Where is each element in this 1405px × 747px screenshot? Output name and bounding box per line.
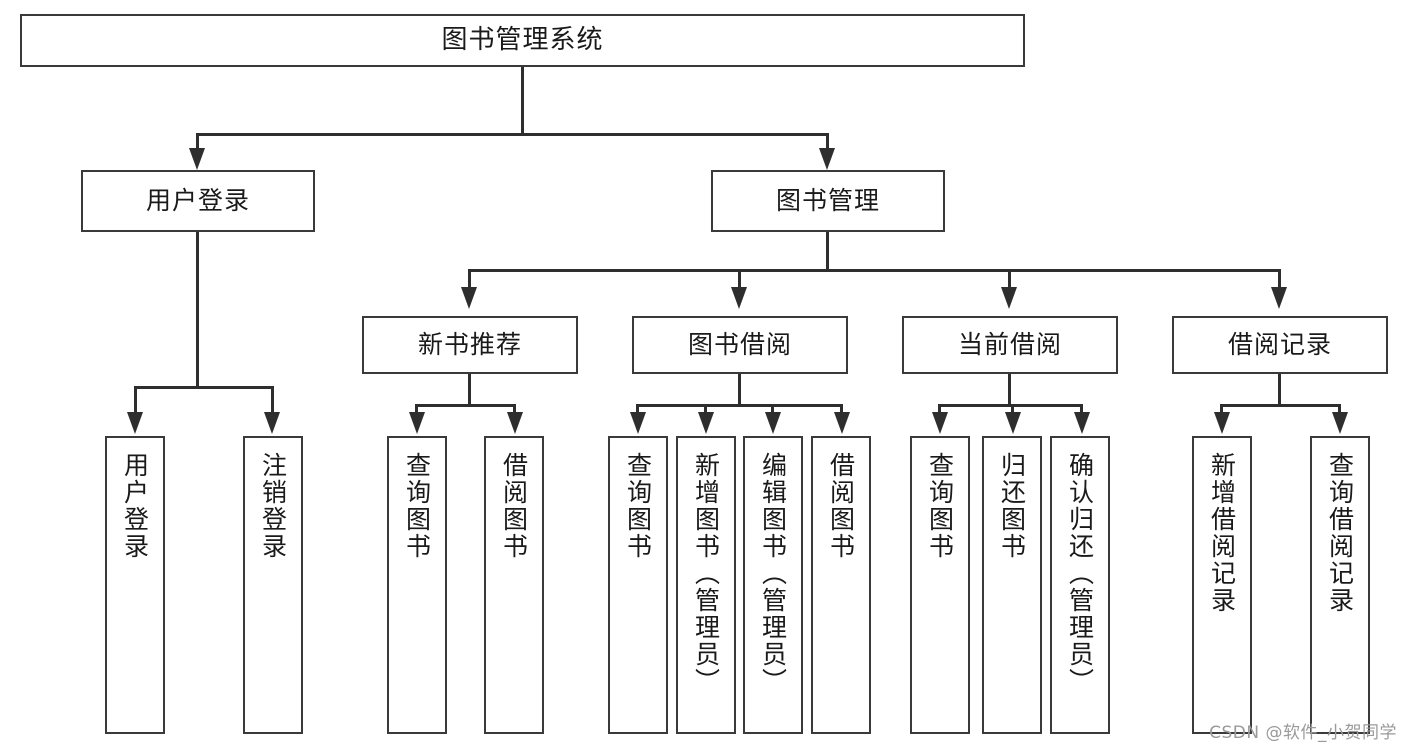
- arrowhead-leaf-user-login: [127, 412, 143, 434]
- leaf-record-query-borrow-record[interactable]: 查询借阅记录: [1310, 436, 1370, 734]
- leaf-borrow-query-book[interactable]: 查询图书: [608, 436, 668, 734]
- arrowhead-leaf-rec-borrow-book: [507, 412, 523, 434]
- csdn-watermark: CSDN @软件_小贺同学: [1209, 723, 1397, 743]
- arrowhead-leaf-rec-query-record: [1332, 412, 1348, 434]
- edge-drop-user-login: [196, 133, 199, 151]
- edge-current-borrow-stem: [1008, 374, 1011, 406]
- leaf-recommend-query-book[interactable]: 查询图书: [387, 436, 447, 734]
- arrowhead-leaf-borrow-add-book: [698, 412, 714, 434]
- edge-drop-book-borrow: [738, 269, 741, 289]
- edge-drop-new-book-recommend: [468, 269, 471, 289]
- arrowhead-current-borrow: [1001, 287, 1017, 309]
- node-new-book-recommend[interactable]: 新书推荐: [362, 316, 578, 374]
- edge-book-borrow-stem: [738, 374, 741, 406]
- node-label: 确认归还（管理员）: [1065, 452, 1095, 695]
- edge-drop-leaf-cur-query-book: [938, 404, 941, 414]
- node-label: 图书管理系统: [441, 24, 604, 55]
- arrowhead-leaf-rec-query-book: [409, 412, 425, 434]
- edge-level3-bus: [468, 269, 1280, 272]
- edge-drop-book-manage: [826, 133, 829, 151]
- edge-drop-leaf-cur-return-book: [1011, 404, 1014, 414]
- arrowhead-leaf-borrow-lend-book: [834, 412, 850, 434]
- edge-level2-bus: [196, 133, 828, 136]
- node-label: 图书管理: [775, 185, 880, 215]
- edge-book-manage-stem: [826, 232, 829, 272]
- edge-borrow-record-bus: [1220, 404, 1341, 407]
- leaf-user-logout[interactable]: 注销登录: [243, 436, 303, 734]
- edge-current-borrow-bus: [938, 404, 1083, 407]
- arrowhead-borrow-record: [1271, 287, 1287, 309]
- edge-user-login-bus: [134, 386, 274, 389]
- arrowhead-leaf-cur-return-book: [1005, 412, 1021, 434]
- leaf-user-login[interactable]: 用户登录: [105, 436, 165, 734]
- node-label: 借阅图书: [499, 452, 529, 560]
- edge-borrow-record-stem: [1278, 374, 1281, 406]
- edge-drop-leaf-borrow-edit-book: [771, 404, 774, 414]
- edge-drop-leaf-rec-borrow-book: [513, 404, 516, 414]
- edge-drop-leaf-rec-query-record: [1338, 404, 1341, 414]
- node-label: 用户登录: [145, 185, 250, 215]
- edge-root-stem: [521, 67, 524, 135]
- edge-drop-leaf-borrow-add-book: [704, 404, 707, 414]
- node-label: 新书推荐: [417, 329, 522, 359]
- arrowhead-book-manage: [819, 148, 835, 170]
- node-label: 查询图书: [623, 452, 653, 560]
- edge-drop-leaf-user-login: [134, 386, 137, 414]
- leaf-current-return-book[interactable]: 归还图书: [982, 436, 1042, 734]
- arrowhead-leaf-borrow-edit-book: [765, 412, 781, 434]
- edge-drop-leaf-rec-add-record: [1220, 404, 1223, 414]
- leaf-record-add-borrow-record[interactable]: 新增借阅记录: [1192, 436, 1252, 734]
- edge-book-borrow-bus: [636, 404, 843, 407]
- edge-new-book-recommend-bus: [415, 404, 516, 407]
- leaf-borrow-add-book-admin[interactable]: 新增图书（管理员）: [676, 436, 736, 734]
- arrowhead-leaf-cur-confirm-return: [1074, 412, 1090, 434]
- node-label: 用户登录: [120, 452, 150, 560]
- node-book-management[interactable]: 图书管理: [711, 170, 945, 232]
- edge-new-book-recommend-stem: [468, 374, 471, 406]
- node-label: 查询借阅记录: [1325, 452, 1355, 614]
- edge-user-login-stem: [196, 232, 199, 389]
- arrowhead-book-borrow: [731, 287, 747, 309]
- node-borrow-record[interactable]: 借阅记录: [1172, 316, 1388, 374]
- node-label: 查询图书: [402, 452, 432, 560]
- node-root-book-management-system[interactable]: 图书管理系统: [20, 14, 1025, 67]
- arrowhead-new-book-recommend: [461, 287, 477, 309]
- leaf-current-query-book[interactable]: 查询图书: [910, 436, 970, 734]
- leaf-borrow-lend-book[interactable]: 借阅图书: [811, 436, 871, 734]
- arrowhead-leaf-borrow-query-book: [630, 412, 646, 434]
- node-label: 借阅记录: [1227, 329, 1332, 359]
- node-book-borrow[interactable]: 图书借阅: [632, 316, 848, 374]
- leaf-recommend-borrow-book[interactable]: 借阅图书: [484, 436, 544, 734]
- node-label: 归还图书: [997, 452, 1027, 560]
- node-label: 新增图书（管理员）: [691, 452, 721, 695]
- edge-drop-leaf-rec-query-book: [415, 404, 418, 414]
- edge-drop-leaf-user-logout: [271, 386, 274, 414]
- node-label: 查询图书: [925, 452, 955, 560]
- edge-drop-leaf-borrow-query-book: [636, 404, 639, 414]
- edge-drop-borrow-record: [1278, 269, 1281, 289]
- leaf-current-confirm-return-admin[interactable]: 确认归还（管理员）: [1050, 436, 1110, 734]
- edge-drop-current-borrow: [1008, 269, 1011, 289]
- arrowhead-user-login: [189, 148, 205, 170]
- node-label: 注销登录: [258, 452, 288, 560]
- node-label: 图书借阅: [687, 329, 792, 359]
- leaf-borrow-edit-book-admin[interactable]: 编辑图书（管理员）: [743, 436, 803, 734]
- arrowhead-leaf-user-logout: [264, 412, 280, 434]
- node-label: 新增借阅记录: [1207, 452, 1237, 614]
- edge-drop-leaf-cur-confirm-return: [1080, 404, 1083, 414]
- node-current-borrow[interactable]: 当前借阅: [902, 316, 1118, 374]
- edge-drop-leaf-borrow-lend-book: [840, 404, 843, 414]
- node-label: 编辑图书（管理员）: [758, 452, 788, 695]
- node-user-login[interactable]: 用户登录: [81, 170, 315, 232]
- arrowhead-leaf-rec-add-record: [1214, 412, 1230, 434]
- node-label: 借阅图书: [826, 452, 856, 560]
- arrowhead-leaf-cur-query-book: [932, 412, 948, 434]
- node-label: 当前借阅: [957, 329, 1062, 359]
